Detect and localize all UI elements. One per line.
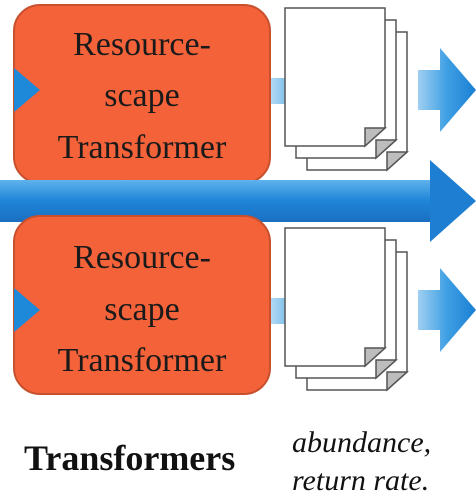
- transformer-label-line: Resource-: [73, 239, 211, 276]
- transformer-label-line: scape: [104, 291, 180, 328]
- transformer-label-line: scape: [104, 77, 180, 114]
- transformer-label-line: Transformer: [58, 342, 227, 379]
- transformer-label-line: Resource-: [73, 26, 211, 63]
- output-arrow-icon: [418, 268, 476, 352]
- caption-title: Transformers: [24, 438, 235, 478]
- output-arrow-icon: [418, 48, 476, 132]
- transformer-label-line: Transformer: [58, 129, 227, 166]
- caption-detail-line: return rate.: [292, 464, 429, 497]
- caption-detail-line: abundance,: [292, 426, 431, 459]
- document-stack-icon: [284, 7, 409, 172]
- input-arrow-icon: [14, 288, 40, 332]
- document-stack-icon: [284, 227, 409, 392]
